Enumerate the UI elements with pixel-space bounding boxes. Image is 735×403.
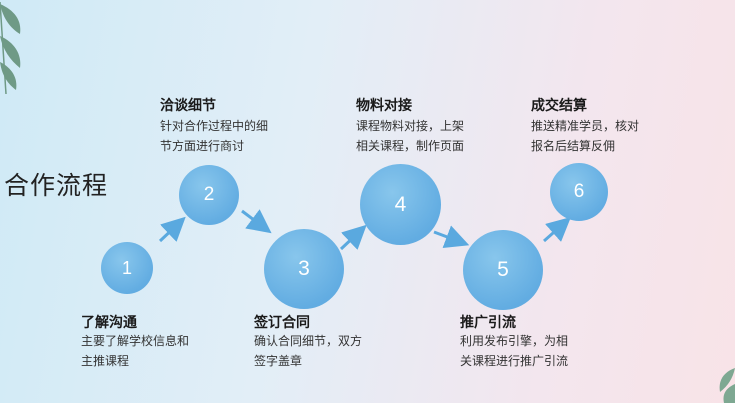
- step-desc-1: 主要了解学校信息和 主推课程: [81, 334, 190, 368]
- step-circle-3: 3: [264, 229, 344, 309]
- arrow-icon: [158, 216, 186, 243]
- step-circle-1: 1: [101, 242, 153, 294]
- step-title-1: 了解沟通: [81, 315, 137, 331]
- step-circle-2: 2: [179, 165, 239, 225]
- step-circle-4: 4: [360, 164, 441, 245]
- step-title-6: 成交结算: [531, 98, 587, 114]
- leaf-icon: [0, 1, 21, 95]
- arrow-icon: [543, 217, 571, 243]
- step-title-2: 洽谈细节: [160, 98, 216, 114]
- step-desc-3: 确认合同细节，双方 签字盖章: [254, 334, 363, 368]
- arrow-icon: [433, 225, 470, 249]
- step-desc-4: 课程物料对接，上架 相关课程，制作页面: [356, 119, 465, 153]
- page-title: 合作流程: [4, 171, 109, 200]
- step-title-4: 物料对接: [356, 98, 412, 114]
- step-desc-2: 针对合作过程中的细 节方面进行商讨: [160, 119, 269, 153]
- step-desc-5: 利用发布引擎，为相 关课程进行推广引流: [460, 334, 569, 368]
- arrow-icon: [241, 209, 272, 234]
- step-title-5: 推广引流: [460, 315, 516, 331]
- step-circle-6: 6: [550, 163, 608, 221]
- step-circle-5: 5: [463, 230, 543, 310]
- arrow-icon: [339, 224, 367, 251]
- step-title-3: 签订合同: [254, 315, 310, 331]
- step-desc-6: 推送精准学员，核对 报名后结算反佣: [531, 119, 640, 153]
- leaf-icon: [719, 368, 735, 403]
